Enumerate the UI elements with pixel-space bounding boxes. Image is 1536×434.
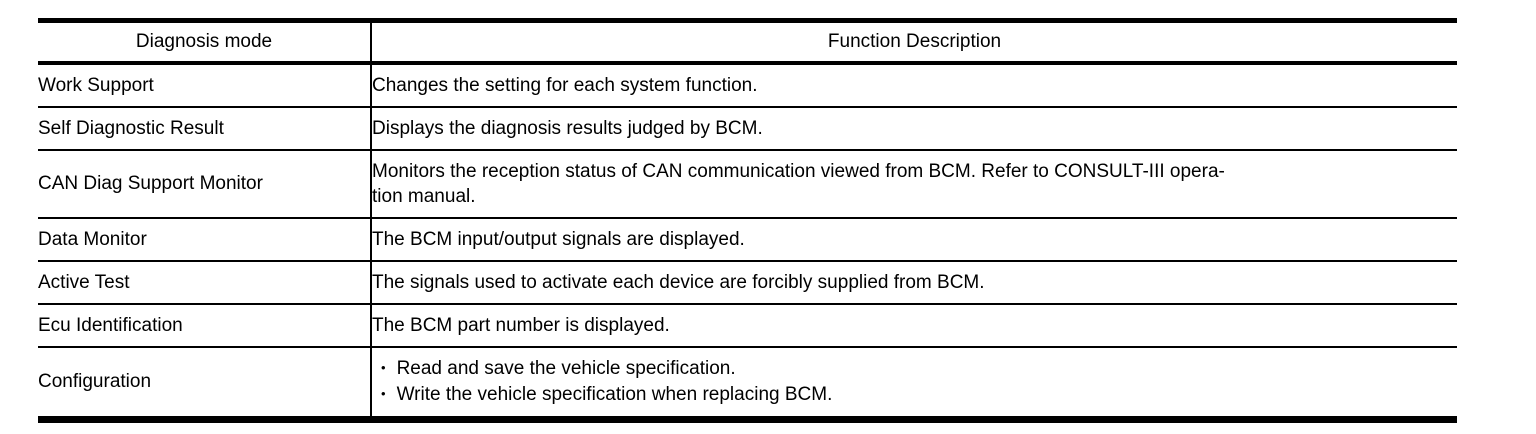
description-line: The BCM input/output signals are display… [372, 229, 745, 250]
bullet-icon: • [381, 386, 386, 401]
function-description-cell: Changes the setting for each system func… [371, 63, 1457, 108]
bullet-text: Write the vehicle specification when rep… [396, 384, 833, 405]
diagnosis-mode-cell: Work Support [38, 63, 372, 108]
function-description-cell: The BCM part number is displayed. [371, 304, 1457, 348]
table-header-row: Diagnosis mode Function Description [38, 20, 1457, 65]
description-line: Displays the diagnosis results judged by… [372, 118, 763, 139]
column-header-function-description: Function Description [371, 20, 1457, 65]
description-line: tion manual. [372, 186, 476, 207]
table-row: Configuration • Read and save the vehicle … [38, 347, 1457, 420]
bullet-item: • Write the vehicle specification when re… [372, 382, 1457, 408]
diagnosis-mode-cell: Ecu Identification [38, 304, 372, 348]
diagnosis-table-container: Diagnosis mode Function Description Work… [38, 18, 1457, 423]
bullet-text: Read and save the vehicle specification. [396, 358, 736, 379]
description-line: Changes the setting for each system func… [372, 75, 758, 96]
diagnosis-mode-cell: Self Diagnostic Result [38, 107, 372, 151]
function-description-cell: The signals used to activate each device… [371, 261, 1457, 305]
function-description-cell: • Read and save the vehicle specification… [371, 347, 1457, 420]
diagnosis-mode-cell: CAN Diag Support Monitor [38, 150, 372, 219]
bullet-icon: • [381, 360, 386, 375]
function-description-cell: Displays the diagnosis results judged by… [371, 107, 1457, 151]
function-description-cell: The BCM input/output signals are display… [371, 218, 1457, 262]
description-line: The signals used to activate each device… [372, 272, 985, 293]
diagnosis-mode-cell: Active Test [38, 261, 372, 305]
function-description-cell: Monitors the reception status of CAN com… [371, 150, 1457, 219]
description-line: The BCM part number is displayed. [372, 315, 670, 336]
bullet-item: • Read and save the vehicle specification… [372, 356, 1457, 382]
diagnosis-mode-cell: Configuration [38, 347, 372, 420]
diagnosis-mode-cell: Data Monitor [38, 218, 372, 262]
column-header-diagnosis-mode: Diagnosis mode [38, 20, 372, 65]
description-line: Monitors the reception status of CAN com… [372, 161, 1225, 182]
diagnosis-function-table: Diagnosis mode Function Description Work… [38, 18, 1457, 423]
